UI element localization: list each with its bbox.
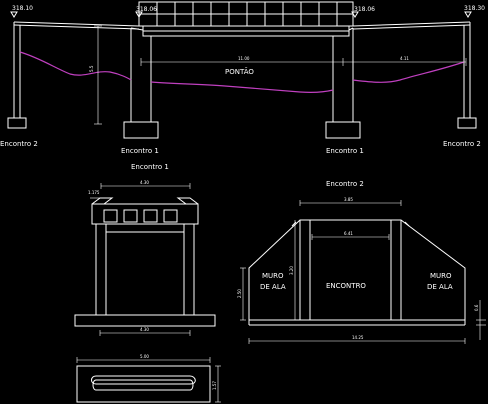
label-muro-left-1: MURO: [262, 272, 284, 280]
dim-enc1-plan-width: 5.00: [140, 354, 149, 359]
svg-text:11.00: 11.00: [238, 56, 250, 61]
dim-enc2-footing: 0.6: [474, 304, 479, 311]
title-encontro-2: Encontro 2: [326, 180, 364, 188]
dimension-height-left: 5.5: [89, 25, 102, 125]
section-encontro-1: Encontro 1 4.30 1.175 4.30 5.00: [74, 163, 221, 403]
road-left: [13, 21, 140, 27]
pier-encontro-1-left: [123, 27, 159, 139]
dim-enc2-total: 14.25: [352, 335, 364, 340]
label-muro-right-1: MURO: [430, 272, 452, 280]
dim-enc2-top: 3.85: [344, 197, 353, 202]
deck-grid: [138, 1, 354, 27]
label-muro-right-2: DE ALA: [427, 283, 453, 291]
svg-text:318.30: 318.30: [464, 5, 485, 12]
svg-text:318.06: 318.06: [354, 6, 375, 13]
dim-enc2-height-outer: 2.50: [237, 289, 242, 298]
elevation-marker-left-deck: 318.06: [135, 6, 157, 18]
plan-encontro-1: [76, 365, 211, 403]
pontao-label: PONTÃO: [225, 67, 254, 76]
svg-text:5.5: 5.5: [89, 65, 94, 72]
dim-enc1-bottom: 4.30: [140, 327, 149, 332]
dim-enc1-plan-height: 1.57: [212, 381, 217, 390]
terrain-profile: [19, 51, 465, 93]
dim-enc1-top: 4.30: [140, 180, 149, 185]
label-encontro-2-left: Encontro 2: [0, 140, 38, 148]
section-encontro-2: Encontro 2 3.85 6.41 3.20 2.50: [237, 180, 486, 344]
dim-enc2-height-inner: 3.20: [289, 266, 294, 275]
svg-text:318.06: 318.06: [136, 6, 157, 13]
elevation-marker-left-end: 318.10: [10, 5, 33, 18]
label-encontro-center: ENCONTRO: [326, 282, 366, 290]
abutment-encontro-2-right: [457, 22, 477, 129]
dim-enc2-inner: 6.41: [344, 231, 353, 236]
bridge-elevation: 5.5 11.00 4.11 PONTÃO 318.10 318.06 318: [0, 1, 485, 155]
pier-encontro-1-right: [325, 27, 361, 139]
svg-text:318.10: 318.10: [12, 5, 33, 12]
label-encontro-2-right: Encontro 2: [443, 140, 481, 148]
title-encontro-1: Encontro 1: [131, 163, 169, 171]
abutment-encontro-2-left: [7, 22, 27, 129]
dimension-span-main: 11.00: [140, 56, 344, 66]
label-muro-left-2: DE ALA: [260, 283, 286, 291]
label-encontro-1-left: Encontro 1: [121, 147, 159, 155]
svg-text:4.11: 4.11: [400, 56, 409, 61]
dimension-span-right: 4.11: [343, 56, 467, 66]
road-right: [352, 21, 471, 27]
elevation-marker-right-deck: 318.06: [351, 6, 375, 18]
dim-enc1-corner: 1.175: [88, 190, 100, 195]
label-encontro-1-right: Encontro 1: [326, 147, 364, 155]
elevation-marker-right-end: 318.30: [464, 5, 485, 18]
outline-encontro-2: [248, 219, 466, 321]
